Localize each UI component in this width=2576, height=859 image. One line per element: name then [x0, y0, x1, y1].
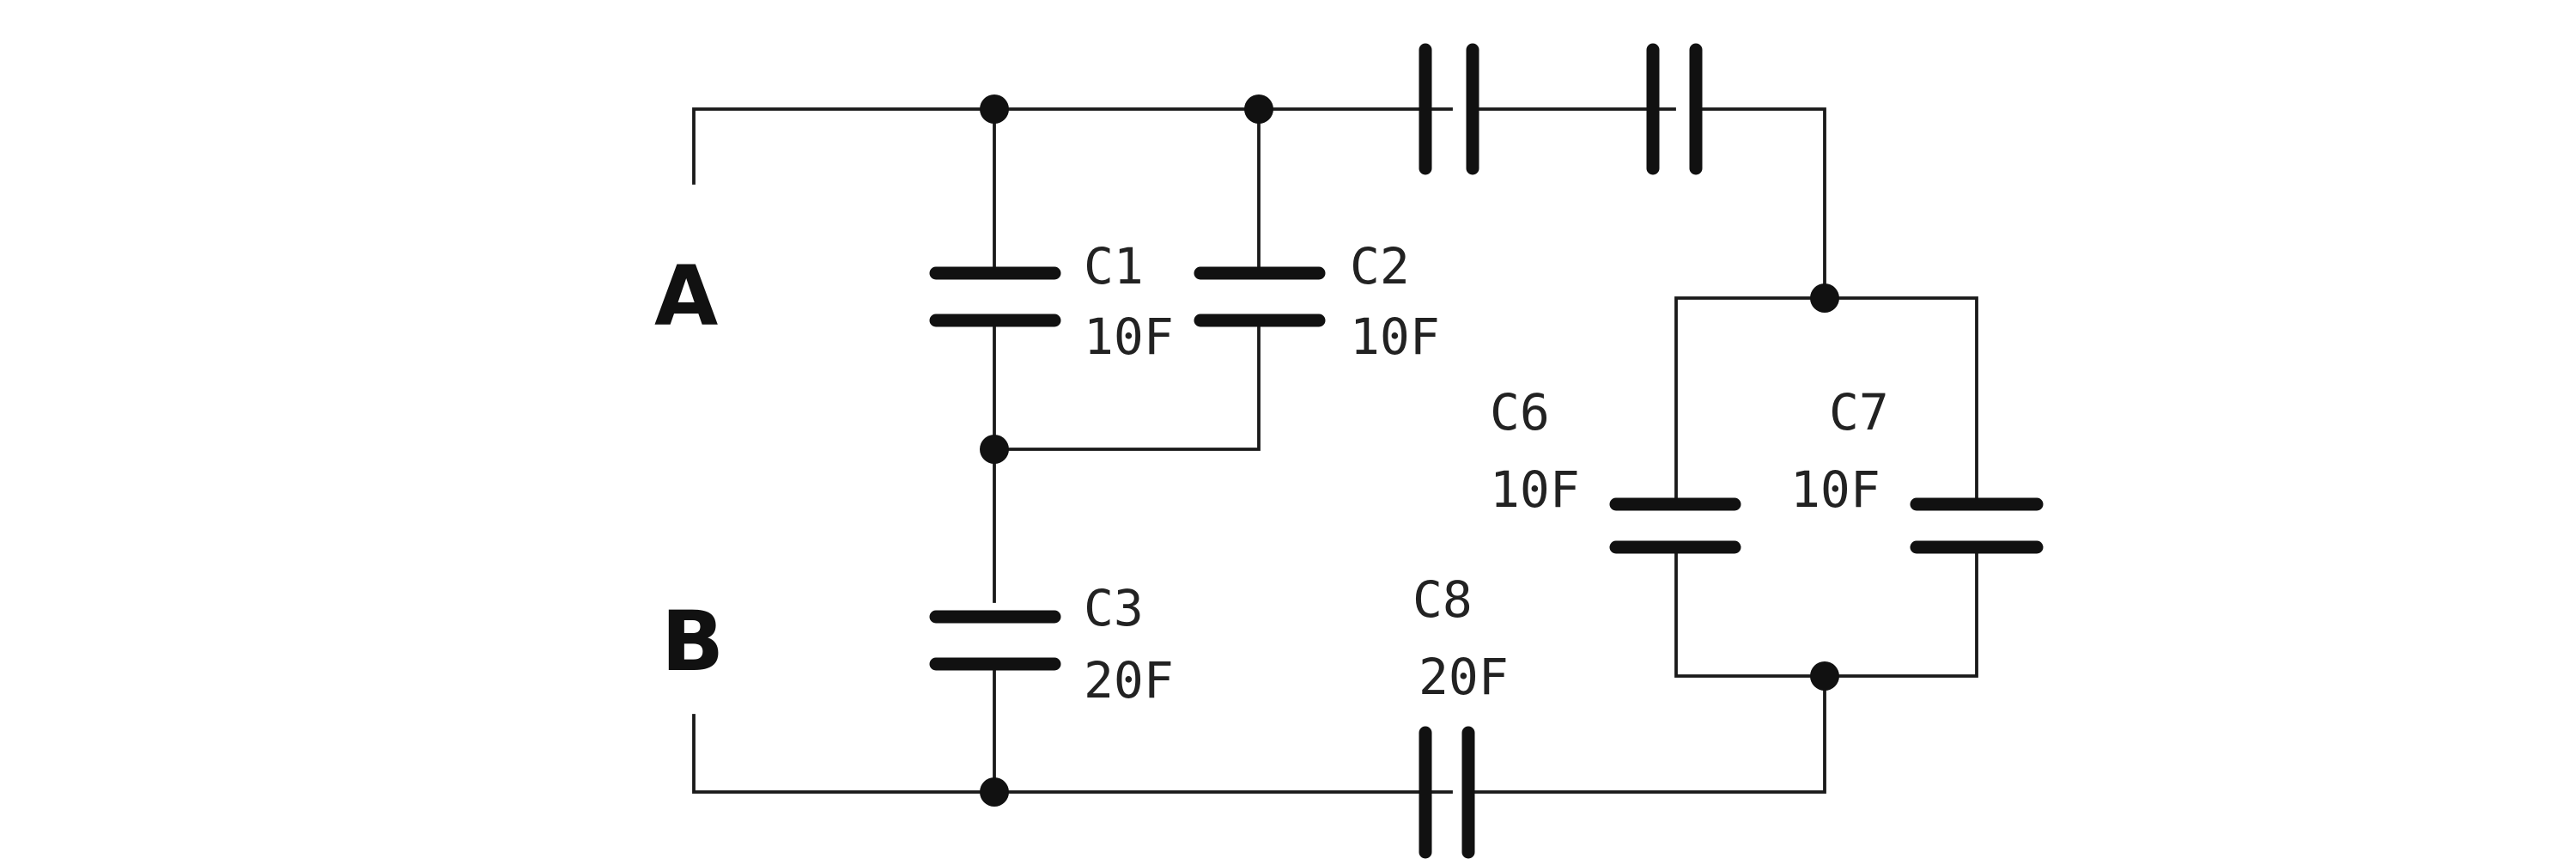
junction-node — [980, 94, 1009, 124]
c3-value-label: 20F — [1084, 651, 1174, 710]
junction-node — [980, 777, 1009, 807]
capacitor-c2 — [1194, 266, 1326, 327]
capacitor-c5 — [1646, 43, 1703, 175]
terminal-b-label: B — [661, 594, 724, 690]
capacitor-c4 — [1419, 43, 1479, 175]
capacitor-c1 — [929, 266, 1061, 327]
c6-name-label: C6 — [1490, 383, 1550, 442]
capacitor-c6 — [1609, 497, 1741, 554]
c5-value-label: 10F — [1625, 0, 1715, 9]
junction-node — [1810, 283, 1839, 313]
junction-nodes — [980, 94, 1839, 807]
c2-value-label: 10F — [1350, 308, 1440, 366]
c8-value-label: 20F — [1419, 648, 1509, 706]
wire-terminal-b-bottom — [692, 714, 1453, 794]
c7-value-label: 10F — [1790, 460, 1880, 519]
wires — [692, 107, 1978, 794]
wire-c2-bottom — [993, 319, 1261, 451]
wire-terminal-a-top — [692, 107, 1453, 185]
junction-node — [980, 435, 1009, 464]
wire-bottom-right-up — [1467, 674, 1826, 794]
c8-name-label: C8 — [1413, 570, 1473, 629]
junction-node — [1810, 661, 1839, 691]
wire-parallel-block-bottom — [1674, 545, 1978, 678]
c1-value-label: 10F — [1084, 308, 1174, 366]
capacitor-c8 — [1419, 726, 1475, 859]
wire-top-right-down — [1690, 107, 1826, 300]
c3-name-label: C3 — [1084, 579, 1144, 637]
c1-name-label: C1 — [1084, 237, 1144, 295]
terminal-a-label: A — [654, 248, 718, 344]
capacitor-c3 — [929, 610, 1061, 671]
junction-node — [1244, 94, 1273, 124]
capacitor-c7 — [1910, 497, 2044, 554]
c6-value-label: 10F — [1490, 460, 1580, 519]
c7-name-label: C7 — [1829, 383, 1889, 442]
c4-value-label: 10F — [1484, 0, 1574, 9]
c2-name-label: C2 — [1350, 237, 1410, 295]
